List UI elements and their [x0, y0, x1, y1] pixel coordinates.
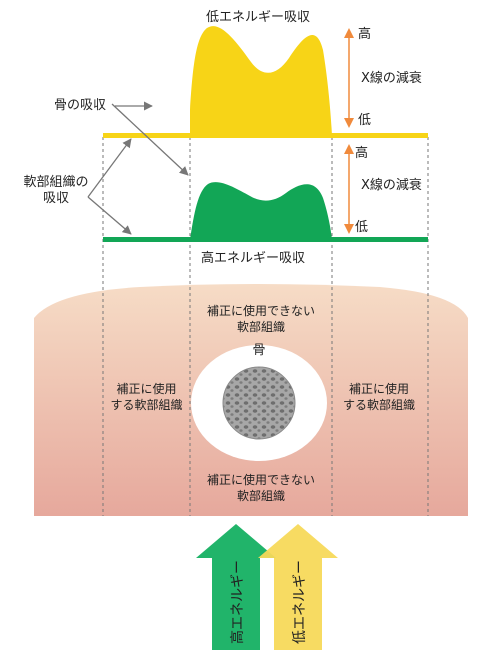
- bone-absorption-label: 骨の吸収: [54, 98, 107, 113]
- high-energy-arrow: [196, 524, 276, 650]
- bone-trabecular: [223, 367, 295, 439]
- unusable-tissue-bottom: 補正に使用できない 軟部組織: [190, 472, 332, 504]
- soft-tissue-line-2: 吸収: [42, 191, 69, 206]
- soft-tissue-line-1: 軟部組織の: [23, 175, 89, 190]
- arrow-label-high: 高エネルギー: [229, 560, 246, 644]
- unusable-top-line-2: 軟部組織: [236, 320, 285, 334]
- usable-right-line-1: 補正に使用: [348, 382, 409, 396]
- unusable-top-line-1: 補正に使用できない: [206, 304, 315, 318]
- scale-bottom-high: 高: [355, 146, 369, 161]
- scale-bottom-low: 低: [355, 220, 369, 235]
- bone-label: 骨: [252, 343, 266, 358]
- usable-tissue-right: 補正に使用 する軟部組織: [330, 381, 428, 413]
- unusable-bottom-line-1: 補正に使用できない: [206, 473, 315, 487]
- annotation-arrows: [87, 101, 189, 235]
- soft-tissue-absorption-label: 軟部組織の 吸収: [16, 175, 96, 207]
- usable-right-line-2: する軟部組織: [342, 398, 415, 412]
- unusable-tissue-top: 補正に使用できない 軟部組織: [190, 303, 332, 335]
- high-energy-profile: [190, 182, 332, 240]
- title-high-energy-absorption: 高エネルギー吸収: [201, 251, 306, 266]
- low-energy-arrow: [258, 524, 338, 650]
- title-low-energy-absorption: 低エネルギー吸収: [206, 10, 311, 25]
- usable-left-line-2: する軟部組織: [110, 398, 183, 412]
- unusable-bottom-line-2: 軟部組織: [236, 489, 285, 503]
- usable-left-line-1: 補正に使用: [116, 382, 177, 396]
- scale-top-mid: X線の減衰: [361, 71, 422, 86]
- scale-top-low: 低: [358, 113, 372, 128]
- usable-tissue-left: 補正に使用 する軟部組織: [103, 381, 190, 413]
- attenuation-scale-arrows: [344, 28, 354, 234]
- arrow-label-low: 低エネルギー: [292, 560, 308, 644]
- low-energy-profile: [190, 26, 332, 136]
- scale-top-high: 高: [358, 27, 372, 42]
- scale-bottom-mid: X線の減衰: [361, 178, 422, 193]
